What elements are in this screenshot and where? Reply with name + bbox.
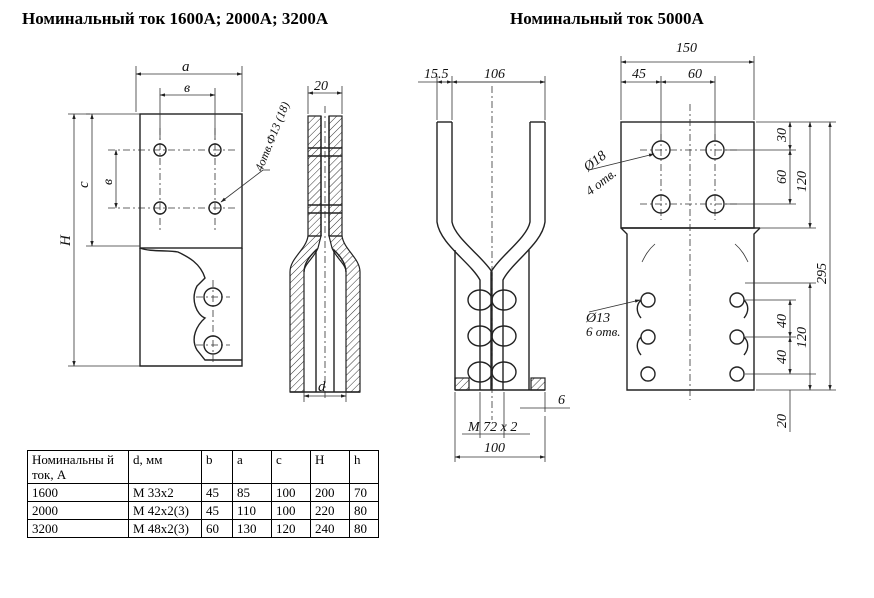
right-side-view	[418, 76, 570, 462]
dim-106-label: 106	[484, 67, 505, 82]
dim-120-bottom-label: 120	[795, 327, 810, 348]
table-cell: M 42x2(3)	[128, 501, 202, 520]
hole13-count: 6 отв.	[586, 324, 621, 339]
table-cell: 80	[349, 519, 379, 538]
table-cell: 240	[310, 519, 350, 538]
dim-150-label: 150	[676, 41, 697, 56]
dim-40-a-label: 40	[775, 314, 790, 328]
hole13-label: Ø13	[585, 311, 610, 326]
dim-60-side-label: 60	[775, 170, 790, 184]
left-front-view	[68, 66, 270, 367]
col-header: b	[201, 450, 233, 484]
table-cell: 3200	[27, 519, 129, 538]
dim-30-label: 30	[775, 128, 790, 143]
hole13-1	[640, 292, 656, 308]
left-cutout-profile	[139, 247, 242, 361]
col-header: Номинальны й ток, А	[27, 450, 129, 484]
title-right: Номинальный ток 5000А	[510, 9, 704, 28]
table-cell: 85	[232, 483, 272, 502]
table-cell: 2000	[27, 501, 129, 520]
dim-a-label: a	[182, 59, 190, 75]
hole13-4	[729, 292, 745, 308]
left-plate-bottom	[139, 248, 243, 367]
dim-M-label: M 72 x 2	[467, 420, 517, 435]
left-side-section	[289, 86, 361, 402]
holes-note: 4отв.Ф13 (18)	[252, 100, 293, 173]
dim-b-side-label: в	[101, 179, 116, 185]
dim-40-b-label: 40	[775, 350, 790, 364]
hole13-6	[729, 366, 745, 382]
dim-120-top-label: 120	[795, 171, 810, 192]
title-left: Номинальный ток 1600А; 2000А; 3200А	[22, 9, 329, 28]
dim-60-top-label: 60	[688, 67, 702, 82]
table-cell: 45	[201, 483, 233, 502]
dim-45-label: 45	[632, 67, 646, 82]
hole13-2	[640, 329, 656, 345]
table-header-row: Номинальны й ток, А d, мм b a c H h	[27, 450, 379, 484]
table-cell: 60	[201, 519, 233, 538]
dim-d-label: d	[318, 379, 326, 395]
table-cell: 220	[310, 501, 350, 520]
table-cell: M 33x2	[128, 483, 202, 502]
table-cell: 45	[201, 501, 233, 520]
table-row: 1600 M 33x2 45 85 100 200 70	[27, 483, 379, 502]
dim-H-label: H	[58, 234, 74, 247]
dim-20-right-label: 20	[775, 414, 790, 428]
hole13-3	[640, 366, 656, 382]
dim-b-top-label: в	[184, 81, 190, 96]
col-header: c	[271, 450, 311, 484]
table-cell: 100	[271, 483, 311, 502]
dim-15-5-label: 15.5	[424, 67, 449, 82]
table-row: 2000 M 42x2(3) 45 110 100 220 80	[27, 501, 379, 520]
col-header: h	[349, 450, 379, 484]
hole13-5	[729, 329, 745, 345]
table-cell: 70	[349, 483, 379, 502]
left-plate-top	[139, 113, 243, 249]
dim-c-label: с	[76, 181, 92, 188]
table-row: 3200 M 48x2(3) 60 130 120 240 80	[27, 519, 379, 538]
col-header: a	[232, 450, 272, 484]
col-header: H	[310, 450, 350, 484]
dim-20-label: 20	[314, 79, 328, 94]
dim-100-label: 100	[484, 441, 505, 456]
table-cell: 110	[232, 501, 272, 520]
dim-6-label: 6	[558, 393, 565, 408]
table-cell: 200	[310, 483, 350, 502]
table-cell: 100	[271, 501, 311, 520]
table-cell: M 48x2(3)	[128, 519, 202, 538]
col-header: d, мм	[128, 450, 202, 484]
right-front-view	[588, 56, 836, 432]
table-cell: 80	[349, 501, 379, 520]
table-cell: 130	[232, 519, 272, 538]
table-cell: 120	[271, 519, 311, 538]
table-cell: 1600	[27, 483, 129, 502]
specs-table: Номинальны й ток, А d, мм b a c H h 1600…	[27, 450, 379, 538]
dim-295-label: 295	[815, 263, 830, 284]
